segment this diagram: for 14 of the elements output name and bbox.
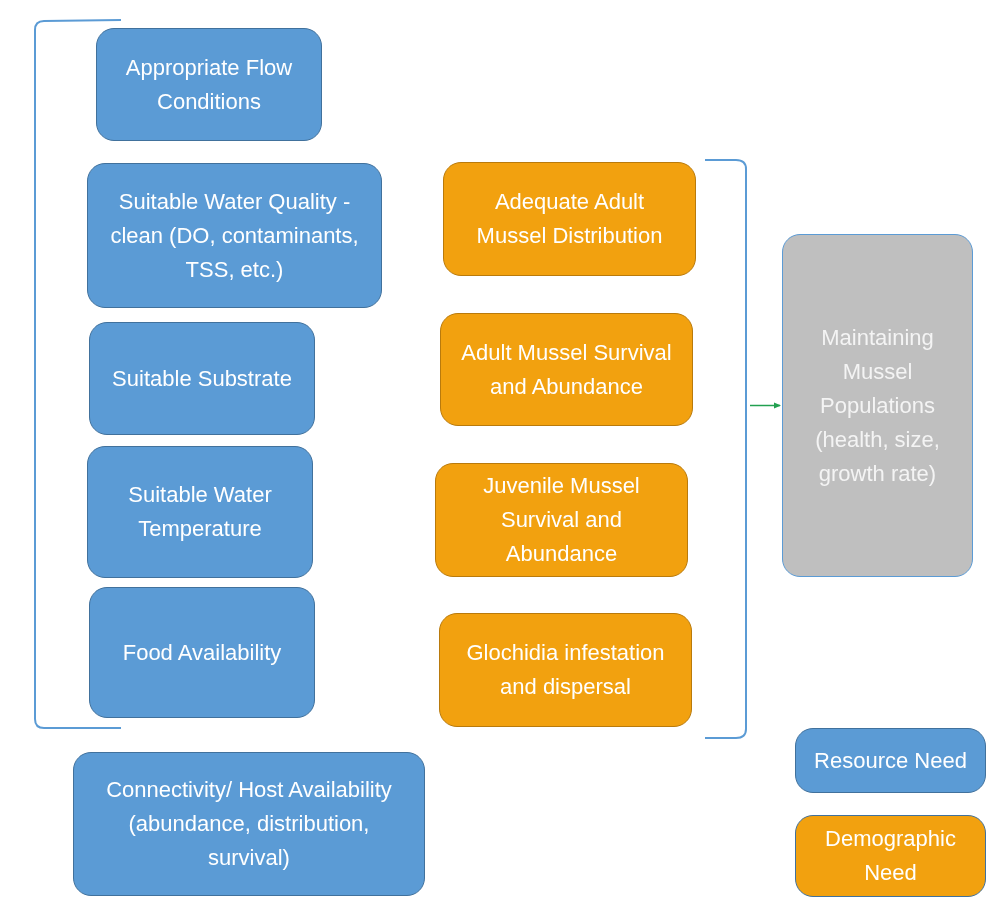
need-box: Suitable Water Quality - clean (DO, contaminants, TSS, etc.)	[87, 163, 382, 308]
need-box: Connectivity/ Host Availability (abundance, distribution, survival)	[73, 752, 425, 896]
bracket	[704, 159, 747, 739]
arrow	[749, 402, 781, 409]
need-box: Suitable Water Temperature	[87, 446, 313, 578]
need-box: Juvenile Mussel Survival and Abundance	[435, 463, 688, 577]
need-box: Suitable Substrate	[89, 322, 315, 435]
legend-swatch: Demographic Need	[795, 815, 986, 897]
need-box: Glochidia infestation and dispersal	[439, 613, 692, 727]
need-box: Adult Mussel Survival and Abundance	[440, 313, 693, 426]
need-box: Appropriate Flow Conditions	[96, 28, 322, 141]
need-box: Food Availability	[89, 587, 315, 718]
legend-swatch: Resource Need	[795, 728, 986, 793]
need-box: Adequate Adult Mussel Distribution	[443, 162, 696, 276]
